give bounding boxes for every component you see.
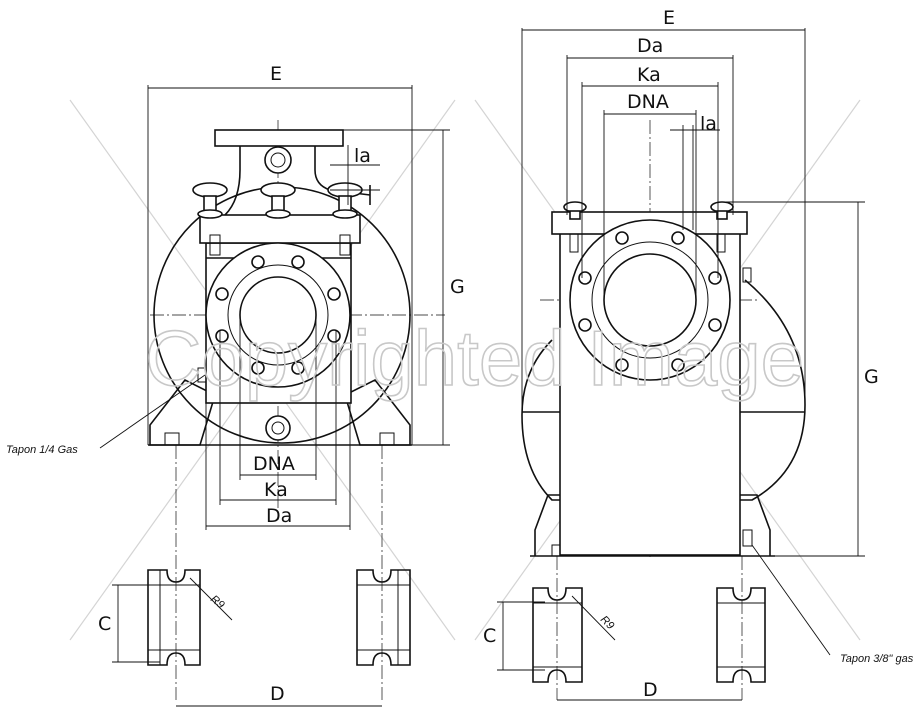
- left-suction-port: [264, 146, 292, 174]
- left-radius-R9: R9: [208, 593, 226, 611]
- right-flange-bolt-holes: [578, 231, 722, 372]
- right-dim-G: G: [864, 366, 879, 388]
- left-plug-note: Tapon 1/4 Gas: [6, 444, 78, 456]
- left-dim-Ka: Ka: [264, 479, 288, 501]
- left-dim-la: la: [354, 145, 371, 167]
- left-dim-E: E: [270, 63, 282, 85]
- right-radius-R9: R9: [598, 614, 616, 632]
- right-dim-C: C: [483, 625, 496, 647]
- right-dim-D: D: [643, 679, 658, 701]
- left-pump-front-view: E G la DNA Ka Da Tapon 1/4 Gas: [6, 63, 465, 530]
- right-dim-la: la: [700, 113, 717, 135]
- left-clamp-knob-left: [192, 182, 228, 219]
- left-dim-Da: Da: [266, 505, 292, 527]
- right-dim-DNA: DNA: [627, 91, 669, 113]
- right-pump-side-view: E Da Ka DNA la G Tapon 3/8" gas: [521, 7, 914, 665]
- left-discharge-flange: [205, 242, 351, 388]
- left-foot-slot-detail: C D R9: [98, 445, 411, 707]
- left-suction-flange: [214, 129, 344, 147]
- left-dim-G: G: [450, 276, 465, 298]
- left-flange-bolt-holes: [215, 255, 341, 375]
- left-top-cover: [199, 214, 361, 244]
- right-dim-Ka: Ka: [637, 64, 661, 86]
- right-volute-body: [521, 279, 806, 501]
- left-clamp-knob-right: [327, 182, 363, 219]
- left-dim-D: D: [270, 683, 285, 705]
- watermark-text: Copyrighted Image: [145, 314, 804, 402]
- right-clamp-knob-left: [563, 201, 587, 220]
- right-dim-Da: Da: [637, 35, 663, 57]
- right-dim-E: E: [663, 7, 675, 29]
- right-foot-slot-detail: C D R9: [483, 556, 766, 701]
- right-discharge-flange: [569, 219, 731, 381]
- left-clamp-knob-center: [260, 182, 296, 219]
- left-drain-plug: [265, 415, 291, 441]
- right-plug-note: Tapon 3/8" gas: [840, 653, 914, 665]
- left-dim-DNA: DNA: [253, 453, 295, 475]
- left-dim-C: C: [98, 613, 111, 635]
